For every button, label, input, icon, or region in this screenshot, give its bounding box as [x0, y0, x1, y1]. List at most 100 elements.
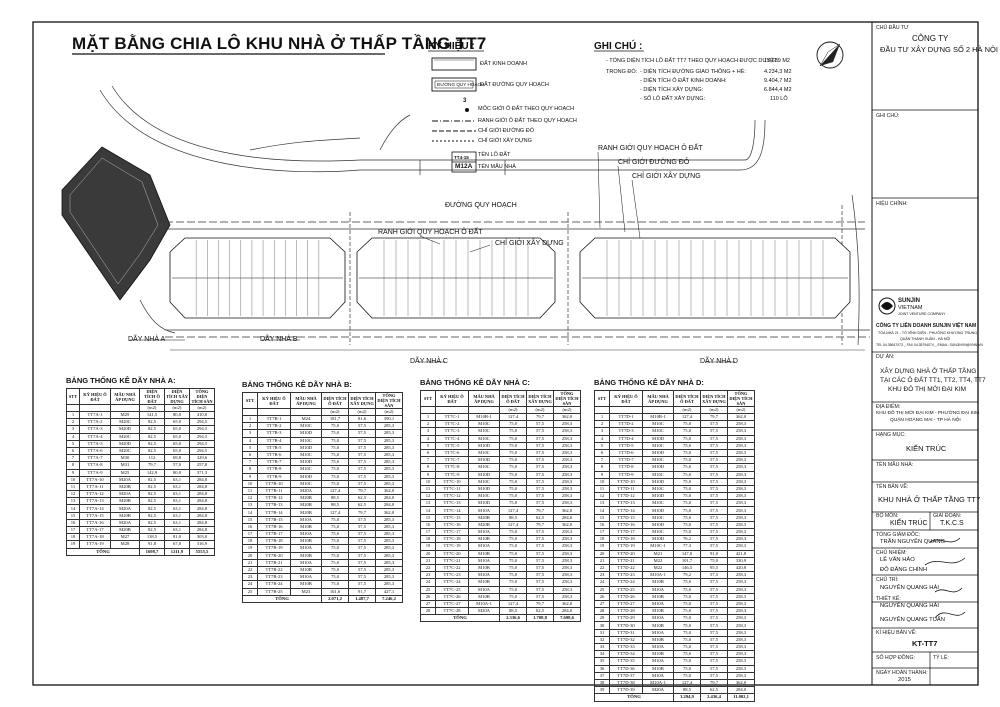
table-cell: 57,5 — [700, 427, 728, 436]
table-cell: 81,6 — [348, 414, 376, 424]
table-cell: 67,0 — [164, 540, 190, 549]
table-cell: 23 — [594, 571, 610, 580]
table-cell: M20A — [110, 504, 140, 513]
table-cell: 75,0 — [673, 434, 701, 443]
tb-designer-label: THIẾT KẾ: — [876, 596, 901, 602]
table-cell: 62,5 — [348, 501, 376, 510]
table-cell: 2 — [66, 418, 80, 427]
table-cell: 57,5 — [526, 441, 554, 450]
table-cell: 285,3 — [375, 422, 403, 431]
table-header: KÝ HIỆU Ô ĐẤT — [435, 390, 469, 407]
table-cell: M20A — [110, 518, 140, 528]
table-cell: 18 — [420, 535, 436, 544]
table-cell: TT7C-23 — [435, 571, 469, 580]
table-total-cell: 1.487,7 — [348, 594, 376, 603]
table-cell: TT7D-30 — [609, 621, 643, 630]
table-cell: TT7B-6 — [257, 450, 291, 460]
table-cell: 24 — [420, 578, 436, 587]
table-cell: M10A — [468, 571, 500, 580]
table-cell: 27 — [594, 599, 610, 609]
table-cell: 95,5 — [700, 563, 728, 573]
tb-lead-name: NGUYỄN QUANG HẢI — [880, 585, 939, 591]
table-cell: TT7C-27 — [435, 599, 469, 609]
table-cell: 57,5 — [700, 527, 728, 537]
table-cell: 75,0 — [673, 664, 701, 673]
table-cell: M10C — [642, 499, 674, 508]
table-cell: 38 — [594, 678, 610, 688]
table-unit-cell: (m2) — [375, 408, 403, 416]
legend-item: RANH GIỚI Ô ĐẤT THEO QUY HOẠCH — [478, 118, 577, 124]
tb-firm-name: CÔNG TY LIÊN DOANH SUNJIN VIỆT NAM — [876, 323, 977, 329]
table-cell: 82,5 — [139, 518, 165, 528]
table-cell: M10B — [290, 537, 322, 546]
table-cell: 75,0 — [499, 527, 527, 537]
table-cell: M10D — [290, 443, 322, 452]
table-cell: 11 — [594, 484, 610, 494]
table-cell: 285,3 — [375, 429, 403, 438]
table-cell: M10D — [290, 458, 322, 467]
table-cell: TT7B-21 — [257, 558, 291, 567]
table-cell: 427,1 — [375, 587, 403, 596]
table-cell: 75,0 — [321, 544, 349, 553]
tb-notes-label: GHI CHÚ: — [876, 113, 900, 119]
table-cell: 147,0 — [673, 549, 701, 558]
table-cell: 82,5 — [139, 475, 165, 484]
table-cell: 57,5 — [348, 479, 376, 488]
table-cell: 362,0 — [553, 520, 581, 530]
table-cell: 57,5 — [348, 551, 376, 560]
table-cell: 258,3 — [553, 578, 581, 587]
table-cell: M10B — [642, 592, 674, 601]
table-header: DIỆN TÍCH XÂY DỰNG — [526, 390, 554, 407]
table-cell: 284,0 — [375, 501, 403, 510]
table-cell: 75,0 — [673, 456, 701, 465]
table-cell: 75,0 — [673, 463, 701, 472]
tb-date-value: 2015 — [898, 677, 911, 683]
table-cell: TT7D-14 — [609, 506, 643, 515]
tb-model-label: TÊN MẪU NHÀ: — [876, 462, 914, 468]
table-cell: 57,5 — [700, 484, 728, 494]
title-block-dividers — [872, 109, 978, 685]
table-cell: 57,5 — [348, 522, 376, 532]
table-cell: 362,0 — [553, 599, 581, 609]
table-cell: 146,5 — [673, 563, 701, 573]
table-cell: 75,0 — [673, 420, 701, 429]
tb-logo-line2: VIETNAM — [898, 305, 923, 311]
table-cell: M10D — [290, 429, 322, 438]
title-block-frame — [871, 21, 979, 686]
table-cell: 2 — [420, 420, 436, 429]
table-cell: M10A — [468, 556, 500, 565]
legend-item: ĐẤT ĐƯỜNG QUY HOẠCH — [480, 82, 549, 88]
table-total-cell: 5555,5 — [189, 547, 215, 556]
table-title-a: BẢNG THỐNG KÊ DÃY NHÀ A: — [66, 376, 176, 385]
table-cell: 75,0 — [673, 614, 701, 623]
table-cell: M20B — [110, 525, 140, 535]
table-cell: TT7D-21 — [609, 556, 643, 565]
table-cell: 285,3 — [375, 436, 403, 445]
table-cell: TT7D-32 — [609, 635, 643, 645]
legend-lot-tag-top: TT4-15 — [454, 155, 469, 160]
table-cell: 57,5 — [348, 580, 376, 589]
table-cell: 19 — [242, 544, 258, 553]
table-cell: 22 — [420, 563, 436, 573]
table-cell: 258,3 — [727, 671, 755, 680]
table-cell: 75,0 — [321, 465, 349, 474]
table-cell: 19 — [594, 542, 610, 551]
table-cell: M10C — [468, 420, 500, 429]
table-cell: M10A — [290, 573, 322, 582]
table-cell: 75,0 — [321, 522, 349, 532]
table-cell: 65,0 — [164, 432, 190, 441]
table-cell: TT7B-11 — [257, 486, 291, 496]
